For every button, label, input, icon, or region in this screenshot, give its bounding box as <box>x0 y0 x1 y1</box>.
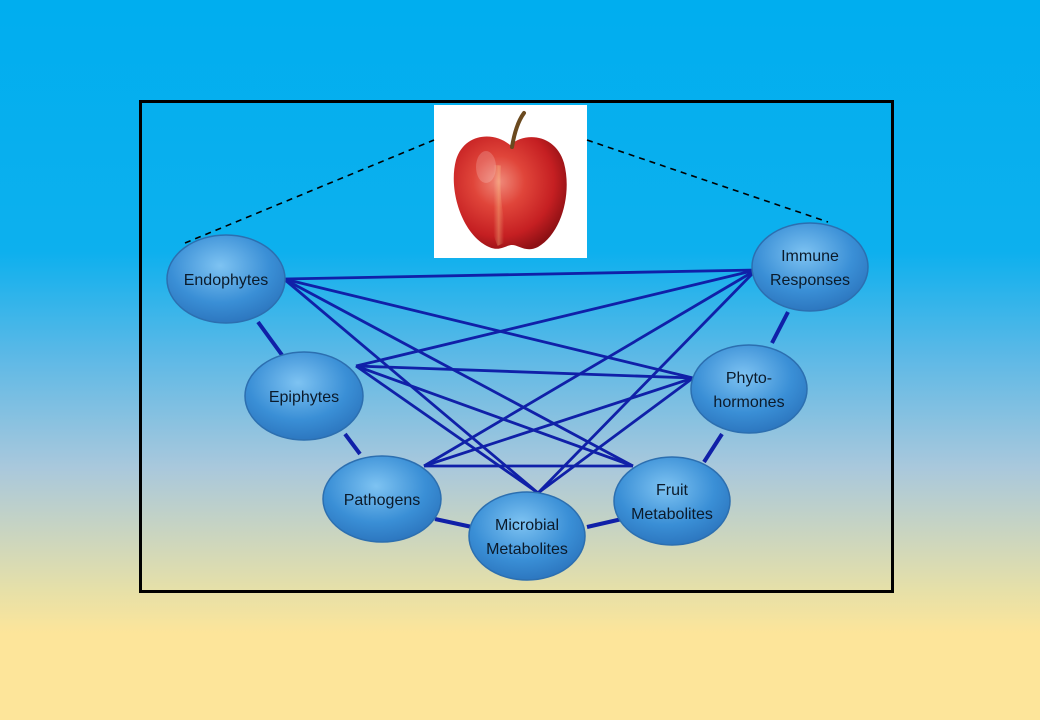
node-shape-fruit-metabolites <box>613 456 731 546</box>
link-epiphytes-immune-responses <box>355 268 757 368</box>
node-shape-immune-responses <box>751 222 869 312</box>
node-shape-endophytes <box>166 234 286 324</box>
node-label-immune-responses-1: Responses <box>770 272 850 289</box>
link-epiphytes-pathogens <box>343 432 362 456</box>
link-epiphytes-fruit-metabolites <box>355 364 634 468</box>
diagram-frame <box>139 100 894 593</box>
node-label-microbial-metabolites-0: Microbial <box>495 517 559 534</box>
link-fruit-metabolites-phytohormones <box>702 432 724 464</box>
node-label-phytohormones-0: Phyto- <box>726 370 772 387</box>
link-endophytes-epiphytes <box>256 320 284 357</box>
link-endophytes-immune-responses <box>283 268 757 281</box>
node-label-epiphytes-0: Epiphytes <box>269 389 339 406</box>
node-label-phytohormones-1: hormones <box>713 394 784 411</box>
node-epiphytes: Epiphytes <box>244 351 364 441</box>
node-phytohormones: Phyto-hormones <box>690 344 808 434</box>
link-endophytes-fruit-metabolites <box>283 277 634 468</box>
apple-icon <box>453 111 567 250</box>
node-shape-epiphytes <box>244 351 364 441</box>
node-pathogens: Pathogens <box>322 455 442 543</box>
node-label-pathogens-0: Pathogens <box>344 492 421 509</box>
node-label-microbial-metabolites-1: Metabolites <box>486 541 568 558</box>
link-microbial-metabolites-fruit-metabolites <box>586 517 623 529</box>
apple-photo <box>434 105 587 258</box>
node-shape-pathogens <box>322 455 442 543</box>
dashed-connector-left <box>184 139 435 244</box>
node-label-fruit-metabolites-1: Metabolites <box>631 506 713 523</box>
link-pathogens-microbial-metabolites <box>434 517 473 529</box>
link-microbial-metabolites-immune-responses <box>536 269 758 494</box>
node-label-endophytes-0: Endophytes <box>184 272 269 289</box>
link-pathogens-phytohormones <box>423 376 694 468</box>
node-shape-microbial-metabolites <box>468 491 586 581</box>
node-shape-phytohormones <box>690 344 808 434</box>
node-endophytes: Endophytes <box>166 234 286 324</box>
link-endophytes-phytohormones <box>283 277 694 380</box>
link-epiphytes-phytohormones <box>355 364 694 380</box>
link-pathogens-immune-responses <box>423 268 757 468</box>
node-label-fruit-metabolites-0: Fruit <box>656 482 689 499</box>
link-epiphytes-microbial-metabolites <box>355 364 539 495</box>
dashed-connector-right <box>586 139 829 223</box>
node-label-immune-responses-0: Immune <box>781 248 839 265</box>
link-phytohormones-immune-responses <box>770 311 790 344</box>
link-microbial-metabolites-phytohormones <box>537 376 694 495</box>
